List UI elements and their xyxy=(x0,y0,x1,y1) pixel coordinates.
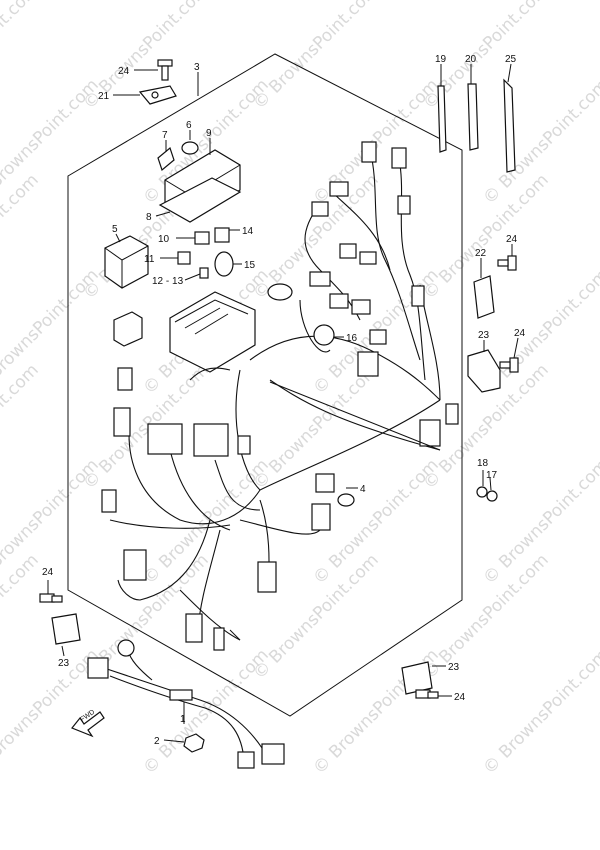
callout-12-13: 12 - 13 xyxy=(152,276,184,287)
callout-20: 20 xyxy=(465,54,477,65)
connector-left-upper xyxy=(113,311,143,347)
callout-2: 2 xyxy=(154,736,160,747)
watermark-text: © BrownsPoint.com xyxy=(0,170,43,303)
callout-10: 10 xyxy=(158,234,170,245)
callout-14: 14 xyxy=(242,226,254,237)
callout-11: 11 xyxy=(144,254,155,265)
cap-6 xyxy=(181,141,199,155)
callout-7: 7 xyxy=(162,130,168,141)
forward-arrow-icon xyxy=(71,711,105,738)
bracket-22 xyxy=(473,275,495,319)
bracket-23-right xyxy=(467,349,501,393)
fusebox-body xyxy=(169,291,256,373)
sensor-16 xyxy=(267,283,335,346)
callout-labels: 24 3 21 6 7 9 8 5 10 14 11 15 12 - 13 16… xyxy=(42,54,526,747)
watermark-text: © BrownsPoint.com xyxy=(0,550,43,683)
bolt-24-top xyxy=(157,59,173,81)
bracket-21 xyxy=(138,85,177,105)
bulb-15 xyxy=(214,251,234,277)
callout-16: 16 xyxy=(346,333,358,344)
callout-1: 1 xyxy=(180,714,186,725)
bolt-24-left xyxy=(39,593,63,603)
bolt-24-right-upper xyxy=(497,255,517,271)
callout-24-right-upper: 24 xyxy=(506,234,518,245)
callout-22: 22 xyxy=(475,248,487,259)
callout-18: 18 xyxy=(477,458,489,469)
callout-9: 9 xyxy=(206,128,212,139)
cable-ties xyxy=(437,78,516,173)
nut-2 xyxy=(183,733,205,753)
relay-10 xyxy=(194,231,210,245)
ring-terminal-4 xyxy=(337,493,355,507)
harness-connectors xyxy=(101,141,459,651)
callout-17: 17 xyxy=(486,470,498,481)
callout-3: 3 xyxy=(194,62,200,73)
callout-23-bottom-right: 23 xyxy=(448,662,460,673)
bolt-24-bottom-right xyxy=(415,689,439,699)
watermark-text: © BrownsPoint.com xyxy=(479,645,600,778)
bracket-23-left xyxy=(51,613,81,645)
washers-17-18 xyxy=(476,486,498,502)
leader-lines xyxy=(47,63,519,743)
callout-25: 25 xyxy=(505,54,517,65)
callout-23-left: 23 xyxy=(58,658,70,669)
callout-21: 21 xyxy=(98,91,110,102)
callout-24-bottom-right: 24 xyxy=(454,692,466,703)
callout-24-right-mid: 24 xyxy=(514,328,526,339)
watermark-text: © BrownsPoint.com xyxy=(0,0,43,114)
watermark-text: © BrownsPoint.com xyxy=(0,360,43,493)
callout-4: 4 xyxy=(360,484,366,495)
fuse-12-13 xyxy=(199,267,209,279)
assembly-outline xyxy=(67,53,463,717)
callout-8: 8 xyxy=(146,212,152,223)
relay-14 xyxy=(214,227,230,243)
gasket-8 xyxy=(158,177,242,223)
bracket-23-bottom-right xyxy=(401,661,433,695)
relay-11 xyxy=(177,251,191,265)
callout-24-top: 24 xyxy=(118,66,130,77)
callout-24-left: 24 xyxy=(42,567,54,578)
callout-19: 19 xyxy=(435,54,447,65)
sub-harness-1 xyxy=(87,639,285,769)
callout-5: 5 xyxy=(112,224,118,235)
relay-5 xyxy=(104,235,149,289)
callout-23-right: 23 xyxy=(478,330,490,341)
callout-6: 6 xyxy=(186,120,192,131)
callout-15: 15 xyxy=(244,260,256,271)
